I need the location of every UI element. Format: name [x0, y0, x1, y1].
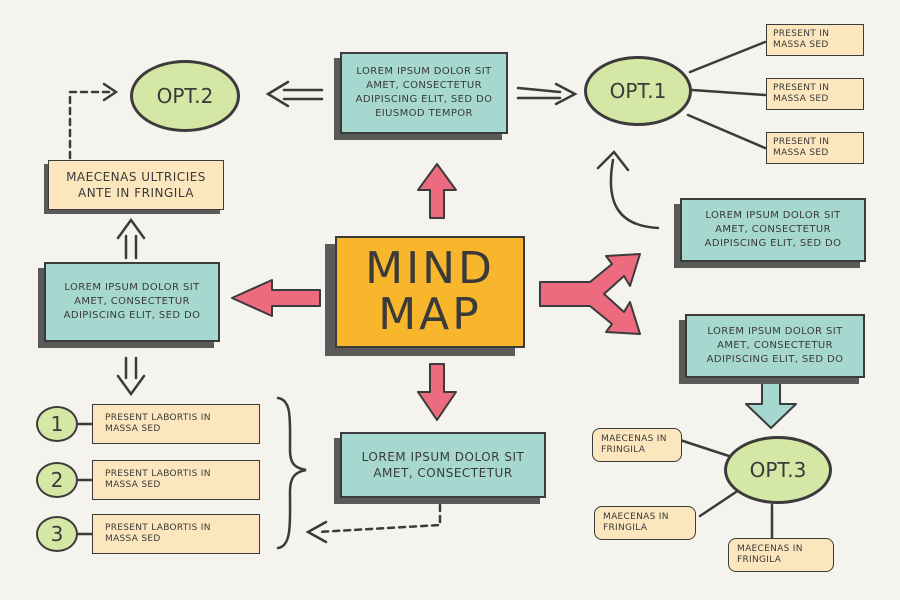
hollow-arrow-down-icon	[116, 356, 146, 397]
hollow-arrow-up-icon	[116, 217, 146, 260]
left-note: MAECENAS ULTRICIES ANTE IN FRINGILA	[48, 160, 224, 210]
dashed-arrow-icon	[68, 82, 119, 160]
top-box: LOREM IPSUM DOLOR SIT AMET, CONSECTETUR …	[340, 52, 508, 134]
list-item: PRESENT LABORTIS IN MASSA SED	[92, 404, 260, 444]
opt3-leaf-text: MAECENAS IN FRINGILA	[601, 434, 667, 455]
list-item: PRESENT LABORTIS IN MASSA SED	[92, 460, 260, 500]
list-number-badge: 1	[36, 406, 78, 442]
opt1-leaf-text: PRESENT IN MASSA SED	[773, 137, 830, 158]
list-number: 2	[50, 468, 64, 492]
curved-arrow-up-icon	[596, 150, 660, 230]
list-item-text: PRESENT LABORTIS IN MASSA SED	[105, 523, 211, 544]
fork-arrow-icon	[539, 253, 641, 335]
arrow-up-icon	[417, 163, 457, 219]
connector-line	[688, 40, 767, 74]
connector-line	[686, 113, 767, 150]
connector-line	[690, 88, 767, 97]
opt1-label: OPT.1	[609, 79, 667, 103]
opt3-leaf: MAECENAS IN FRINGILA	[592, 428, 682, 462]
opt3-leaf: MAECENAS IN FRINGILA	[728, 538, 834, 572]
hollow-arrow-right-icon	[516, 82, 578, 106]
left-note-text: MAECENAS ULTRICIES ANTE IN FRINGILA	[66, 170, 206, 200]
arrow-left-icon	[231, 279, 321, 317]
opt1-leaf: PRESENT IN MASSA SED	[766, 132, 864, 164]
bottom-box-text: LOREM IPSUM DOLOR SIT AMET, CONSECTETUR	[361, 450, 525, 480]
opt3-node: OPT.3	[724, 436, 832, 504]
opt1-leaf: PRESENT IN MASSA SED	[766, 24, 864, 56]
center-box: MIND MAP	[335, 236, 525, 348]
top-box-text: LOREM IPSUM DOLOR SIT AMET, CONSECTETUR …	[355, 66, 493, 119]
opt2-label: OPT.2	[156, 84, 214, 108]
opt2-node: OPT.2	[130, 60, 240, 132]
curly-brace	[276, 396, 307, 550]
list-number-badge: 2	[36, 462, 78, 498]
right-box-lower: LOREM IPSUM DOLOR SIT AMET, CONSECTETUR …	[685, 314, 865, 378]
opt1-leaf-text: PRESENT IN MASSA SED	[773, 83, 830, 104]
center-title-line1: MIND	[365, 243, 495, 294]
arrow-down-icon	[745, 379, 797, 429]
right-box-upper-text: LOREM IPSUM DOLOR SIT AMET, CONSECTETUR …	[704, 210, 842, 249]
left-box-text: LOREM IPSUM DOLOR SIT AMET, CONSECTETUR …	[63, 282, 201, 321]
hollow-arrow-left-icon	[265, 80, 324, 108]
opt3-label: OPT.3	[749, 458, 807, 482]
arrow-down-icon	[417, 363, 457, 421]
opt1-node: OPT.1	[584, 56, 692, 126]
center-title-line2: MAP	[378, 289, 482, 340]
list-number: 1	[50, 412, 64, 436]
opt3-leaf-text: MAECENAS IN FRINGILA	[737, 544, 803, 565]
opt3-leaf-text: MAECENAS IN FRINGILA	[603, 512, 669, 533]
opt3-leaf: MAECENAS IN FRINGILA	[594, 506, 696, 540]
list-item-text: PRESENT LABORTIS IN MASSA SED	[105, 469, 211, 490]
list-item-text: PRESENT LABORTIS IN MASSA SED	[105, 413, 211, 434]
opt1-leaf: PRESENT IN MASSA SED	[766, 78, 864, 110]
bottom-box: LOREM IPSUM DOLOR SIT AMET, CONSECTETUR	[340, 432, 546, 498]
list-number-badge: 3	[36, 516, 78, 552]
opt1-leaf-text: PRESENT IN MASSA SED	[773, 29, 830, 50]
list-item: PRESENT LABORTIS IN MASSA SED	[92, 514, 260, 554]
right-box-upper: LOREM IPSUM DOLOR SIT AMET, CONSECTETUR …	[680, 198, 866, 262]
left-box: LOREM IPSUM DOLOR SIT AMET, CONSECTETUR …	[44, 262, 220, 342]
right-box-lower-text: LOREM IPSUM DOLOR SIT AMET, CONSECTETUR …	[706, 326, 844, 365]
dashed-arrow-icon	[305, 503, 442, 544]
list-number: 3	[50, 522, 64, 546]
